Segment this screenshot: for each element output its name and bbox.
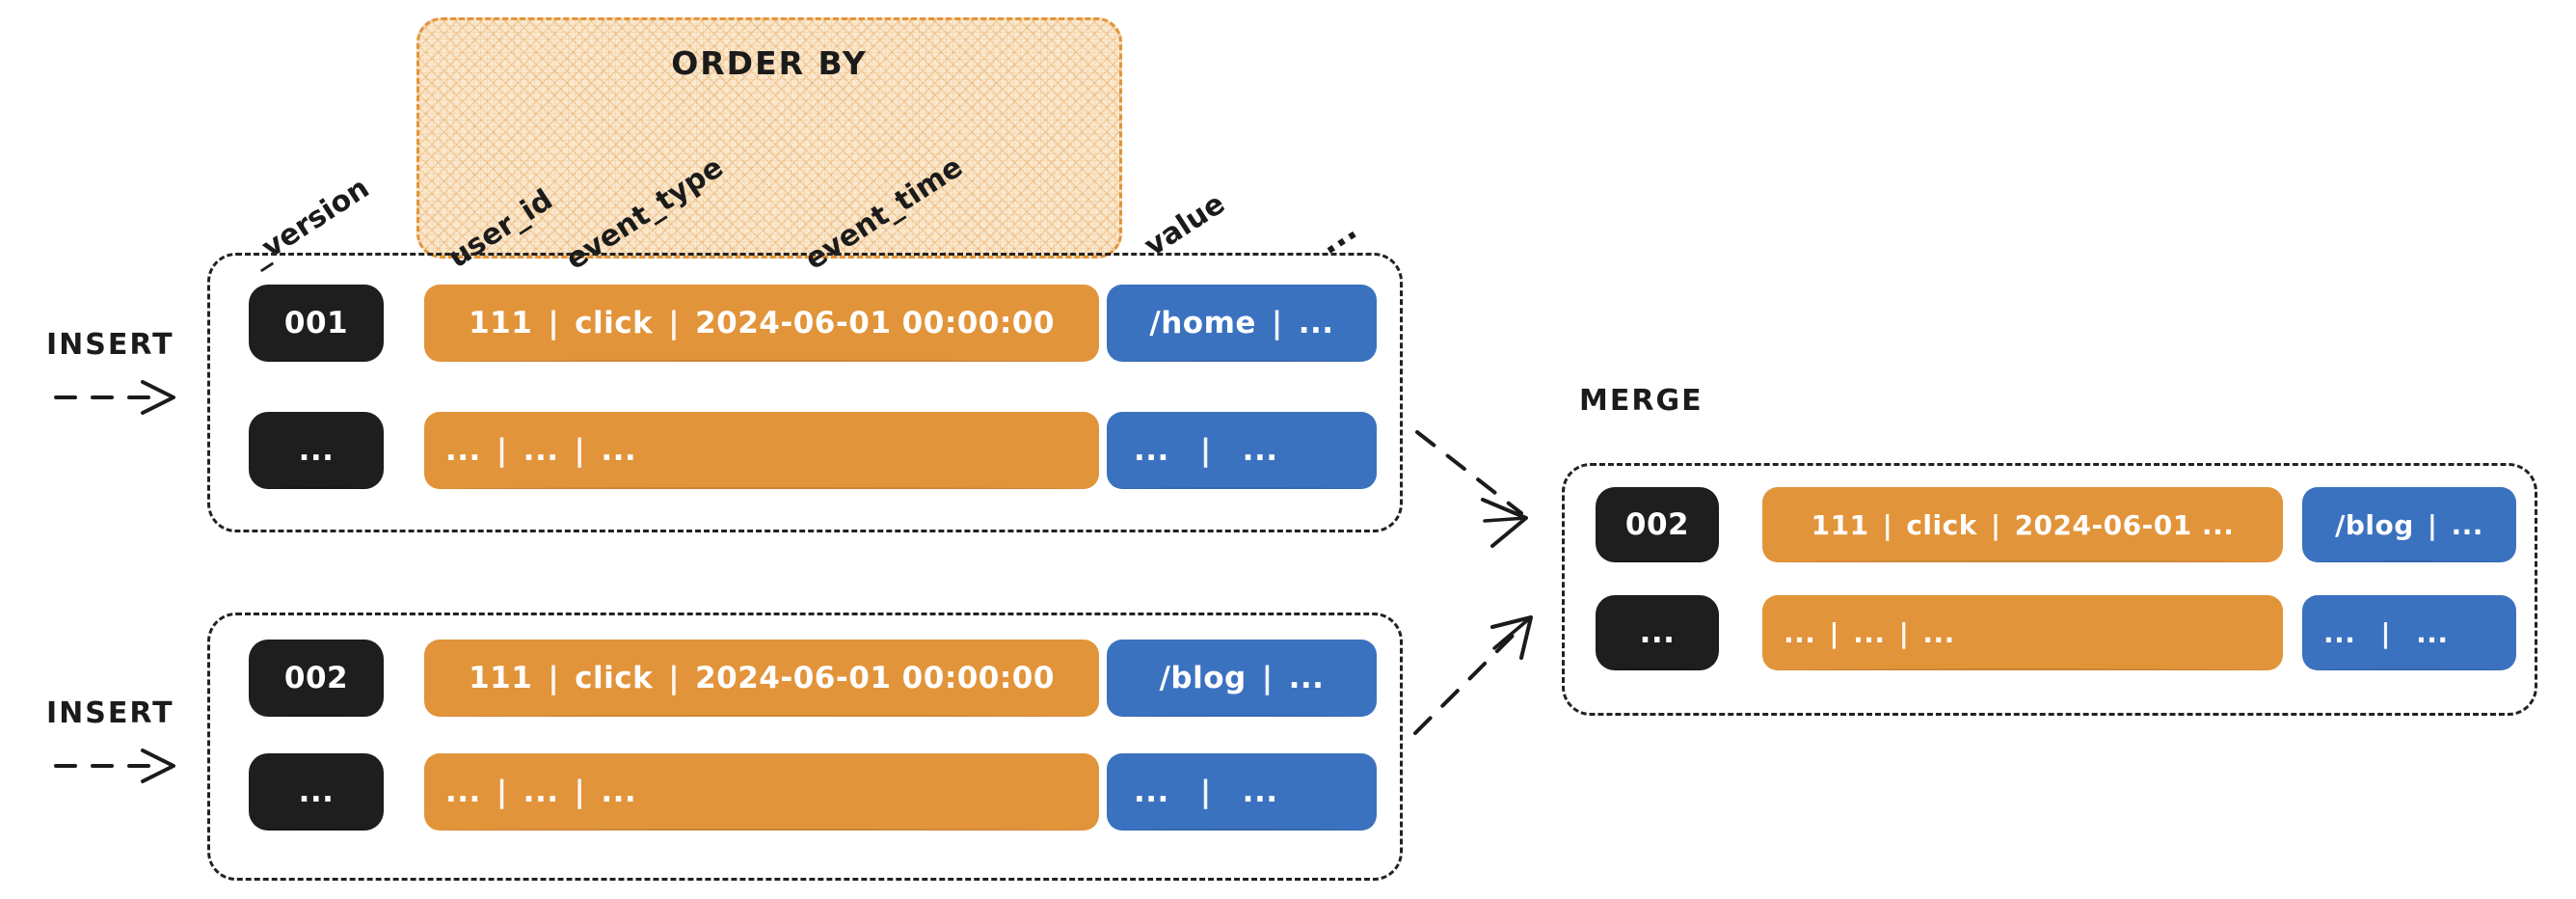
- value-chip: ... | ...: [2302, 595, 2516, 670]
- cell-separator: |: [668, 661, 681, 695]
- cell-rest: ...: [1242, 433, 1278, 468]
- order-by-title: ORDER BY: [671, 44, 868, 82]
- version-value: ...: [1639, 615, 1676, 650]
- cell-separator: |: [1898, 616, 1910, 649]
- cell-event-time: ...: [601, 433, 637, 468]
- key-chip: 111 | click | 2024-06-01 ...: [1762, 487, 2283, 562]
- version-chip: 002: [1596, 487, 1719, 562]
- cell-event-type: ...: [523, 775, 559, 809]
- cell-event-type: click: [575, 661, 654, 695]
- cell-event-type: click: [1906, 508, 1977, 541]
- value-chip: /blog | ...: [1107, 640, 1377, 717]
- cell-separator: |: [496, 775, 508, 809]
- cell-event-type: ...: [1853, 616, 1886, 649]
- key-chip: 111 | click | 2024-06-01 00:00:00: [424, 285, 1099, 362]
- cell-separator: |: [1199, 433, 1212, 468]
- version-value: ...: [298, 433, 335, 468]
- cell-rest: ...: [1288, 661, 1325, 695]
- cell-event-type: click: [575, 306, 654, 341]
- version-value: 002: [1624, 507, 1690, 542]
- order-by-panel: [416, 17, 1122, 259]
- cell-separator: |: [2380, 616, 2392, 649]
- cell-event-time: ...: [601, 775, 637, 809]
- cell-separator: |: [548, 661, 560, 695]
- cell-event-time: ...: [1922, 616, 1955, 649]
- cell-separator: |: [1199, 775, 1212, 809]
- cell-separator: |: [548, 306, 560, 341]
- cell-value: ...: [2323, 616, 2356, 649]
- cell-separator: |: [1271, 306, 1283, 341]
- cell-separator: |: [1882, 508, 1893, 541]
- key-chip: ... | ... | ...: [424, 753, 1099, 831]
- cell-rest: ...: [1298, 306, 1334, 341]
- version-chip: ...: [249, 412, 384, 489]
- cell-separator: |: [668, 306, 681, 341]
- insert-block-2: [207, 613, 1403, 881]
- key-chip: 111 | click | 2024-06-01 00:00:00: [424, 640, 1099, 717]
- cell-value: ...: [1134, 433, 1169, 468]
- value-chip: /home | ...: [1107, 285, 1377, 362]
- cell-separator: |: [1990, 508, 2001, 541]
- key-chip: ... | ... | ...: [1762, 595, 2283, 670]
- arrow-merge-from-block-1: [1415, 430, 1528, 548]
- cell-user-id: ...: [445, 775, 481, 809]
- cell-value: /blog: [2335, 508, 2414, 541]
- cell-event-type: ...: [523, 433, 559, 468]
- arrow-insert-bottom: [54, 749, 175, 783]
- cell-event-time: 2024-06-01 00:00:00: [695, 661, 1055, 695]
- version-value: ...: [298, 775, 335, 809]
- cell-separator: |: [2427, 508, 2438, 541]
- version-chip: ...: [1596, 595, 1719, 670]
- cell-user-id: 111: [469, 306, 533, 341]
- value-chip: /blog | ...: [2302, 487, 2516, 562]
- cell-rest: ...: [2451, 508, 2483, 541]
- caption-insert-top: INSERT: [46, 328, 174, 362]
- cell-user-id: 111: [469, 661, 533, 695]
- cell-separator: |: [574, 433, 586, 468]
- key-chip: ... | ... | ...: [424, 412, 1099, 489]
- merge-block: [1562, 463, 2537, 716]
- cell-rest: ...: [1242, 775, 1278, 809]
- insert-block-1: [207, 253, 1403, 532]
- cell-rest: ...: [2416, 616, 2449, 649]
- cell-separator: |: [1829, 616, 1840, 649]
- cell-separator: |: [496, 433, 508, 468]
- version-chip: 001: [249, 285, 384, 362]
- cell-user-id: ...: [1784, 616, 1816, 649]
- version-chip: 002: [249, 640, 384, 717]
- cell-event-time: 2024-06-01 00:00:00: [695, 306, 1055, 341]
- cell-user-id: 111: [1811, 508, 1869, 541]
- value-chip: ... | ...: [1107, 412, 1377, 489]
- cell-separator: |: [1261, 661, 1274, 695]
- arrow-merge-from-block-2: [1413, 615, 1533, 735]
- value-chip: ... | ...: [1107, 753, 1377, 831]
- cell-user-id: ...: [445, 433, 481, 468]
- version-value: 002: [283, 661, 349, 695]
- cell-value: ...: [1134, 775, 1169, 809]
- version-chip: ...: [249, 753, 384, 831]
- caption-insert-bottom: INSERT: [46, 696, 174, 730]
- cell-event-time: 2024-06-01 ...: [2014, 508, 2235, 541]
- version-value: 001: [283, 306, 349, 341]
- caption-merge: MERGE: [1579, 384, 1704, 418]
- cell-value: /blog: [1159, 661, 1247, 695]
- cell-value: /home: [1149, 306, 1256, 341]
- cell-separator: |: [574, 775, 586, 809]
- arrow-insert-top: [54, 380, 175, 415]
